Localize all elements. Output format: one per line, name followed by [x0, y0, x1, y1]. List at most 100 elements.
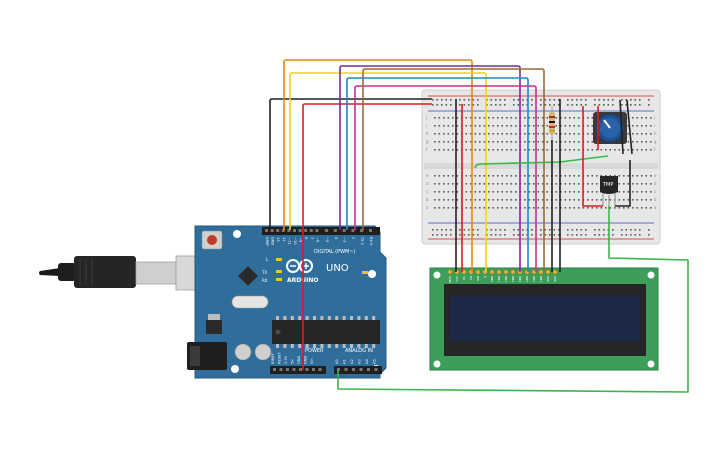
potentiometer-knob-indicator: [603, 119, 611, 129]
lcd-pin-label: DB4: [518, 276, 522, 282]
power-pin-label: IOREF: [271, 353, 275, 364]
lcd-pin: [503, 269, 509, 275]
row-label: j: [653, 115, 655, 120]
lcd-pin-label: DB7: [539, 276, 543, 282]
usb-cable-plug: [74, 256, 136, 288]
capacitor: [234, 343, 252, 361]
lcd-pin-label: LED: [546, 276, 550, 283]
analog-header: [334, 366, 382, 374]
wire-black-pot-2: [619, 99, 624, 155]
row-label: c: [654, 189, 656, 194]
digital-pin-label: ~3: [343, 237, 347, 242]
potentiometer[interactable]: [593, 112, 627, 144]
reset-button-cap[interactable]: [207, 235, 217, 245]
lcd-mounting-hole: [433, 360, 441, 368]
usb-chip: [238, 266, 258, 286]
wire-green-v0: [474, 155, 609, 169]
mounting-hole: [368, 270, 376, 278]
led-on: [362, 271, 368, 274]
resistor: [549, 106, 555, 140]
header-holes: [265, 229, 378, 371]
row-label: h: [426, 131, 429, 136]
lcd-pin-label: RS: [469, 276, 473, 280]
ic-pins: [276, 316, 376, 348]
sensor-label: TMP: [602, 182, 613, 188]
crystal-oscillator: [231, 295, 269, 309]
lcd-pin-label: DB2: [504, 276, 508, 282]
digital-pin-label: 13: [276, 237, 280, 242]
row-label: e: [654, 173, 657, 178]
lcd-pin-label: DB0: [490, 276, 494, 282]
capacitor: [254, 343, 272, 361]
led-rx: [276, 278, 282, 281]
model-text: UNO: [326, 263, 349, 274]
lcd-pin: [538, 269, 544, 275]
row-label: e: [426, 173, 429, 178]
row-label: i: [426, 123, 427, 128]
power-label: POWER: [305, 348, 324, 354]
lcd-pin: [510, 269, 516, 275]
power-pin-label: GND: [297, 356, 301, 364]
wire-black-gnd: [269, 98, 432, 230]
lcd-mounting-hole: [647, 360, 655, 368]
row-label: b: [426, 197, 429, 202]
wire-yellow: [289, 72, 487, 272]
temperature-sensor: TMP: [600, 176, 618, 206]
row-label: g: [654, 139, 657, 144]
digital-pin-label: ~5: [325, 237, 329, 242]
digital-pin-label: 7: [310, 237, 314, 239]
row-label: f: [426, 147, 428, 152]
wire-black-sensor-gnd: [615, 160, 631, 207]
wire-purple: [339, 65, 521, 272]
row-label: d: [654, 181, 657, 186]
lcd-pin: [545, 269, 551, 275]
lcd-pin: [496, 269, 502, 275]
lcd-pin-label: DB3: [511, 276, 515, 282]
power-pin-label: 5V: [291, 359, 295, 364]
wire-brown: [362, 68, 545, 272]
atmega-chip: [272, 320, 380, 344]
lcd-pin-label: GND: [448, 276, 452, 284]
digital-header-right: [322, 227, 380, 235]
lcd-pin-label: DB5: [525, 276, 529, 282]
digital-pin-label: 12: [282, 237, 286, 242]
row-label: i: [654, 123, 655, 128]
on-label: ON: [370, 271, 376, 276]
lcd-mounting-hole: [647, 271, 655, 279]
power-pin-label: 3.3V: [284, 355, 288, 364]
lcd-pin-label: LED: [553, 276, 557, 283]
lcd-pin-label: E: [483, 276, 487, 278]
wire-black-pot: [626, 99, 633, 155]
lcd-pin-label: DB1: [497, 276, 501, 282]
led-label-l: L: [266, 257, 269, 262]
analog-pin-label: A1: [343, 359, 347, 364]
row-label: a: [426, 205, 429, 210]
analog-pin-label: A2: [350, 359, 354, 364]
power-pin-label: RESET: [278, 352, 282, 364]
row-label: d: [426, 181, 429, 186]
row-label: a: [654, 205, 657, 210]
digital-header-left: [262, 227, 322, 235]
analog-pin-label: A3: [358, 359, 362, 364]
lcd-pin: [447, 269, 453, 275]
row-label: b: [654, 197, 657, 202]
led-label-tx: TX: [261, 270, 267, 275]
digital-pin-label: TX 1: [360, 236, 364, 245]
wire-magenta: [354, 85, 537, 272]
usb-plug-tip: [39, 268, 60, 276]
led-label-rx: RX: [262, 278, 268, 283]
row-label: g: [426, 139, 429, 144]
lcd-pin-label: RW: [476, 276, 480, 281]
row-label: h: [654, 131, 657, 136]
lcd-pin: [552, 269, 558, 275]
wire-orange: [283, 59, 473, 272]
wire-blue: [346, 77, 529, 272]
power-header: [270, 366, 326, 374]
digital-pin-label: AREF: [265, 237, 269, 246]
lcd-mounting-hole: [433, 271, 441, 279]
